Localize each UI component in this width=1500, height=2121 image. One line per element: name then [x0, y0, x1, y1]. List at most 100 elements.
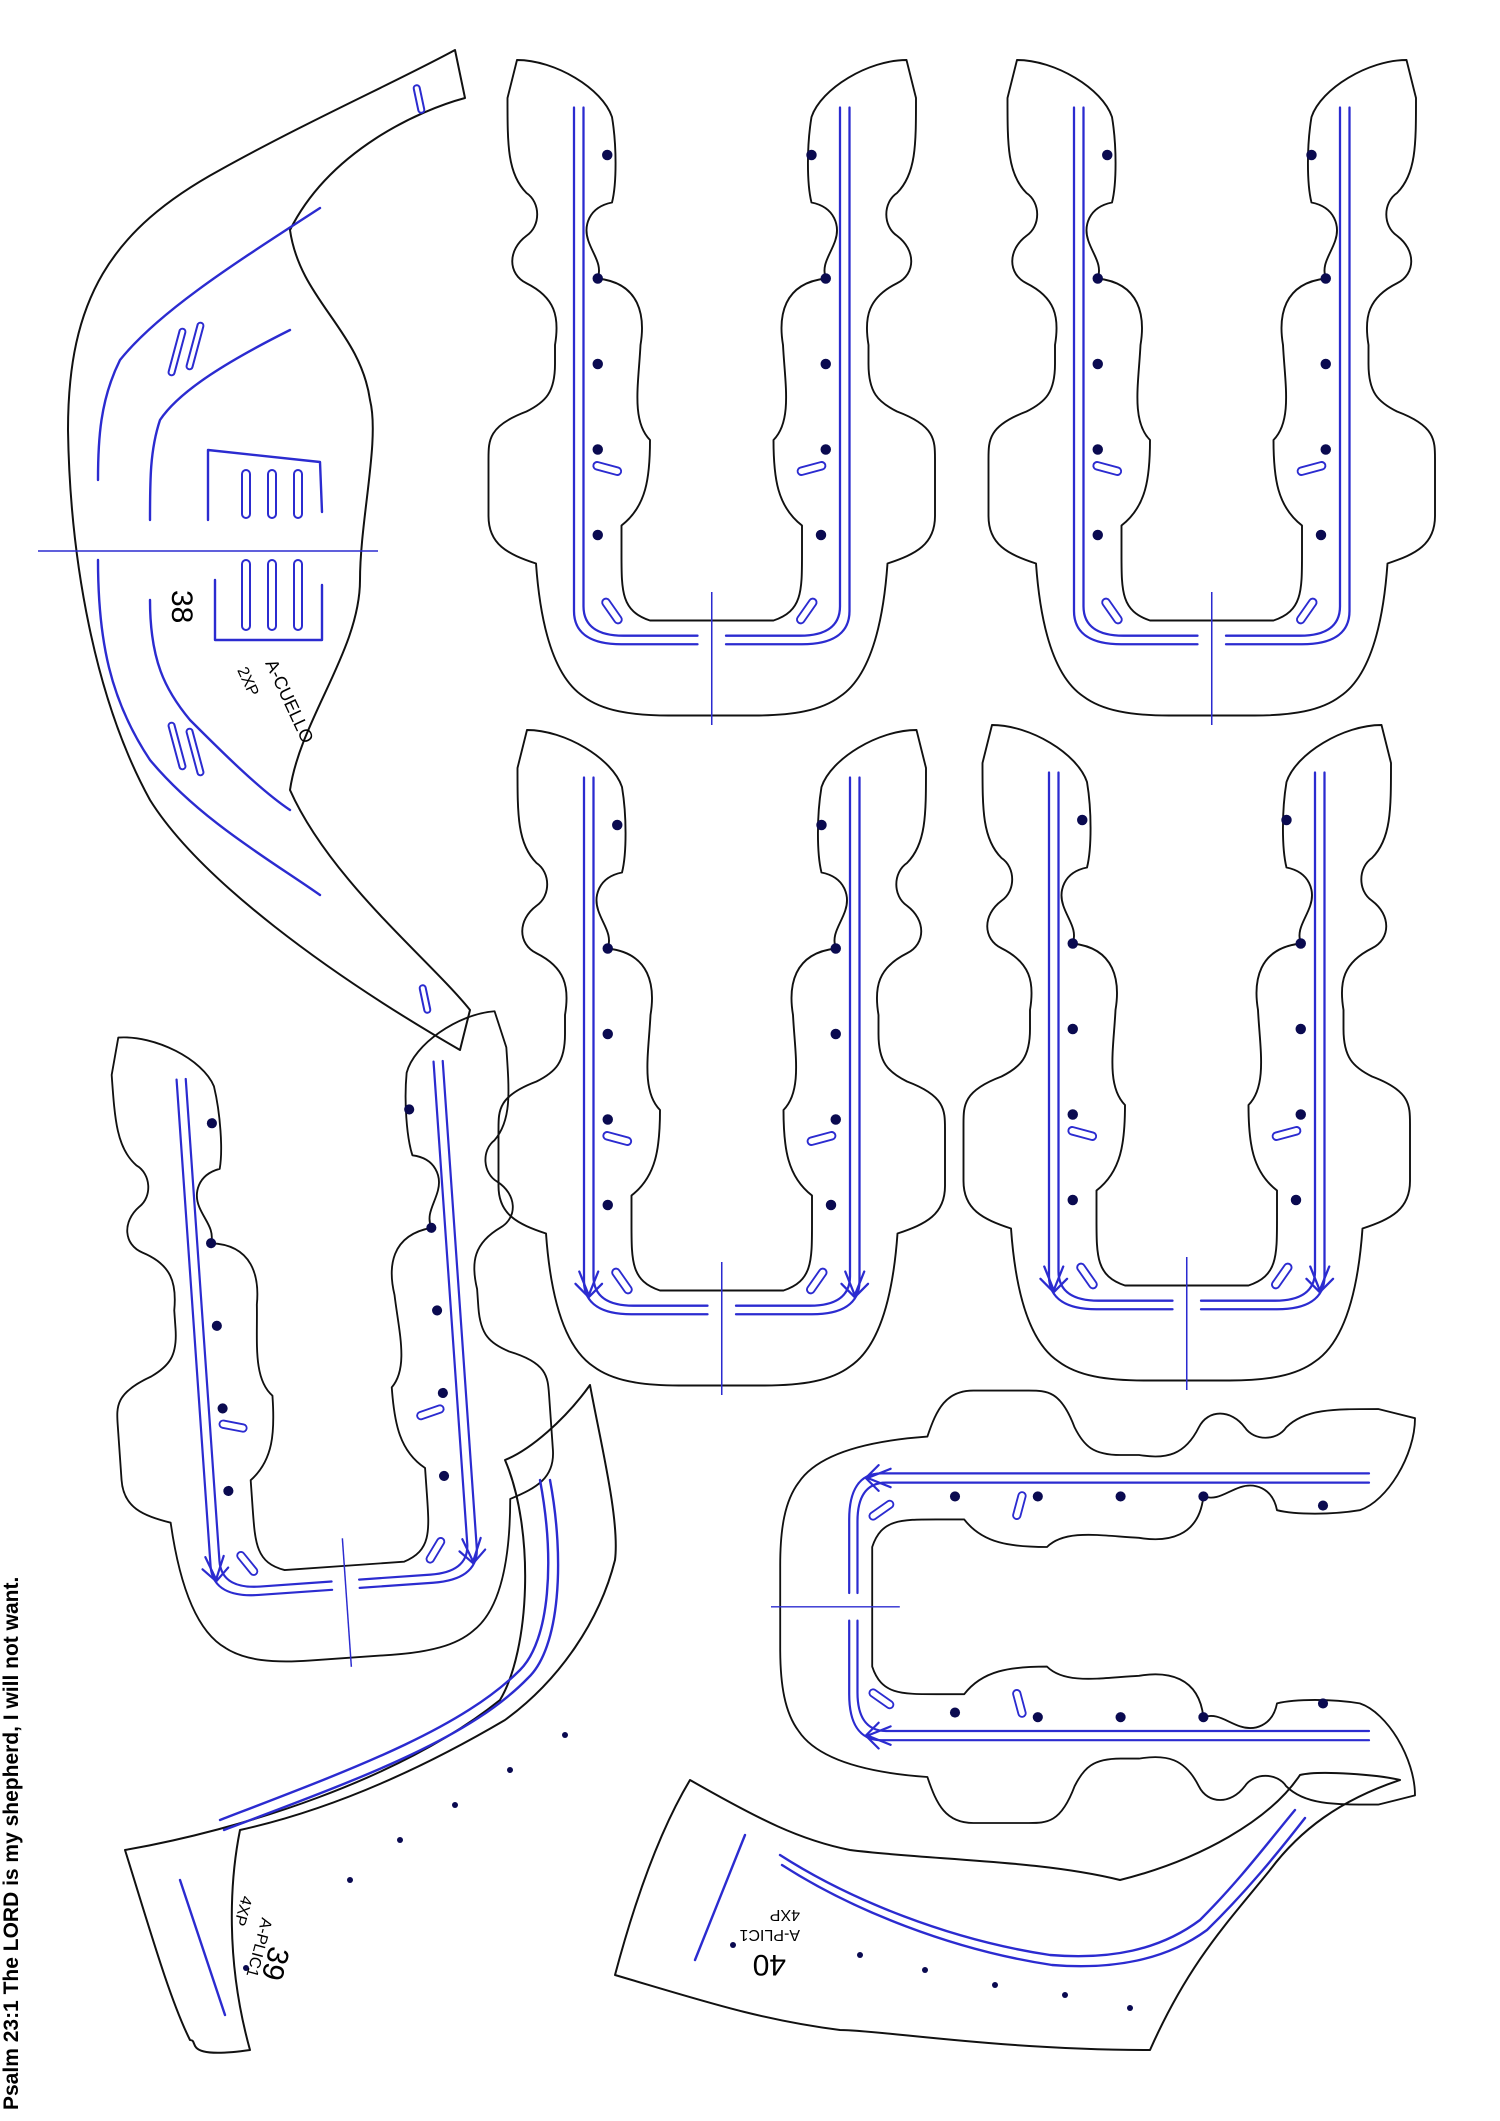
plic39-hole — [562, 1732, 568, 1738]
u-piece-6-hole — [1115, 1712, 1126, 1723]
u-piece-4-hole — [1067, 1109, 1078, 1120]
u-piece-6-score-right-inner — [856, 1619, 1371, 1733]
u-piece-5 — [110, 1010, 554, 1667]
u-piece-3-score-left — [582, 776, 709, 1316]
u-piece-3-arrow — [574, 1270, 604, 1299]
u-piece-5-score-right — [358, 1059, 478, 1589]
plic40-hole — [1062, 1992, 1068, 1998]
u-piece-4-arrow — [1039, 1265, 1069, 1294]
u-piece-1-score-right-inner — [724, 106, 842, 637]
u-piece-6-score-left-inner — [856, 1481, 1371, 1595]
u-piece-6-arrow — [864, 1464, 892, 1492]
u-piece-2-hole — [1315, 529, 1327, 541]
u-piece-4-score-right — [1199, 771, 1326, 1311]
u-piece-3-hole — [830, 943, 841, 954]
cuello-number: 38 — [165, 590, 198, 623]
u-piece-2-slot — [1296, 461, 1327, 476]
u-piece-6-slot — [1012, 1689, 1027, 1718]
u-piece-3-hole — [602, 943, 613, 954]
u-piece-5-slot — [218, 1419, 248, 1433]
u-piece-2 — [987, 59, 1436, 726]
u-piece-4-hole — [1295, 1109, 1306, 1120]
u-piece-6-hole — [1317, 1698, 1329, 1709]
u-piece-3-hole — [612, 819, 623, 831]
u-piece-5-hole — [426, 1222, 437, 1233]
plic40-hole — [857, 1952, 863, 1958]
u-piece-2-hole — [1092, 444, 1103, 455]
u-piece-2-score-right — [1224, 106, 1351, 646]
u-piece-2-hole — [1092, 273, 1103, 284]
plic39-hole — [243, 1965, 249, 1971]
u-piece-3-hole — [816, 819, 827, 831]
u-piece-6-hole — [949, 1707, 961, 1718]
u-piece-2-hole — [1320, 444, 1331, 455]
cuello-slot — [418, 984, 432, 1014]
u-piece-5-hole — [432, 1305, 443, 1316]
u-piece-1-outline — [487, 59, 936, 717]
u-piece-1-score-right — [724, 106, 851, 646]
plic40-hole — [1127, 2005, 1133, 2011]
u-piece-2-slot — [1101, 597, 1123, 625]
u-piece-1-hole — [592, 358, 603, 370]
plic39-score-end — [178, 1878, 227, 2017]
u-piece-1-slot — [592, 461, 623, 476]
cuello-outline — [67, 49, 471, 1051]
u-piece-6-hole — [1198, 1491, 1209, 1502]
u-piece-4-outline — [962, 724, 1411, 1382]
plic40-score — [778, 1808, 1297, 1958]
cuello-tab — [293, 559, 303, 631]
u-piece-3-hole — [602, 1199, 613, 1211]
part-cuello: 38 A-CUELLO 2XP — [38, 49, 471, 1051]
plic39-outline — [124, 1384, 617, 2054]
u-piece-5-outline — [110, 1010, 554, 1663]
u-piece-5-center-line — [341, 1538, 353, 1667]
u-piece-2-slot — [1092, 461, 1123, 476]
cuello-slot — [185, 321, 205, 371]
u-piece-3-hole — [830, 1028, 841, 1040]
verse-text: Psalm 23:1 The LORD is my shepherd, I wi… — [0, 1577, 23, 2110]
u-piece-4-hole — [1067, 1194, 1078, 1206]
plic39-score-inner — [222, 1478, 560, 1832]
u-piece-6-hole — [1198, 1712, 1209, 1723]
u-piece-1-hole — [815, 529, 827, 541]
u-piece-5-slot — [425, 1537, 446, 1564]
u-piece-3-arrow — [840, 1270, 870, 1299]
u-piece-4-slot — [1271, 1126, 1302, 1141]
u-piece-1 — [487, 59, 936, 726]
plic40-name: A-PLIC1 — [739, 1926, 800, 1943]
u-piece-6-hole — [1317, 1500, 1329, 1511]
u-piece-3-score-right — [734, 776, 861, 1316]
plic40-score-inner — [780, 1816, 1307, 1968]
u-piece-4-hole — [1290, 1194, 1302, 1206]
u-piece-1-hole — [820, 358, 831, 370]
u-piece-4-hole — [1281, 814, 1292, 826]
u-piece-1-hole — [806, 149, 817, 161]
u-piece-5-hole — [437, 1387, 448, 1399]
u-piece-3-score-right-inner — [734, 776, 852, 1307]
u-piece-4-score-left — [1047, 771, 1174, 1311]
plic39-score — [218, 1478, 550, 1822]
plic40-hole — [730, 1942, 736, 1948]
u-piece-5-hole — [223, 1485, 234, 1497]
u-piece-5-arrow — [458, 1536, 487, 1565]
cuello-score-outer-b — [96, 558, 322, 897]
u-piece-2-hole — [1306, 149, 1317, 161]
u-piece-1-score-left-inner — [582, 106, 699, 637]
u-piece-4-score-right-inner — [1199, 771, 1317, 1302]
plic39-hole — [347, 1877, 353, 1883]
u-piece-4-arrow — [1305, 1265, 1335, 1294]
u-piece-1-hole — [820, 444, 831, 455]
u-piece-6-hole — [1032, 1712, 1043, 1723]
cuello-name: A-CUELLO — [261, 656, 317, 746]
u-piece-5-hole — [211, 1320, 222, 1331]
u-piece-6-slot — [1012, 1491, 1027, 1520]
u-piece-1-slot — [601, 597, 623, 625]
cuello-score-outer — [96, 206, 322, 482]
u-piece-1-hole — [602, 149, 613, 161]
u-piece-2-score-left-inner — [1082, 106, 1199, 637]
u-piece-5-slot — [416, 1404, 445, 1421]
u-piece-6-score-left — [848, 1472, 1371, 1595]
